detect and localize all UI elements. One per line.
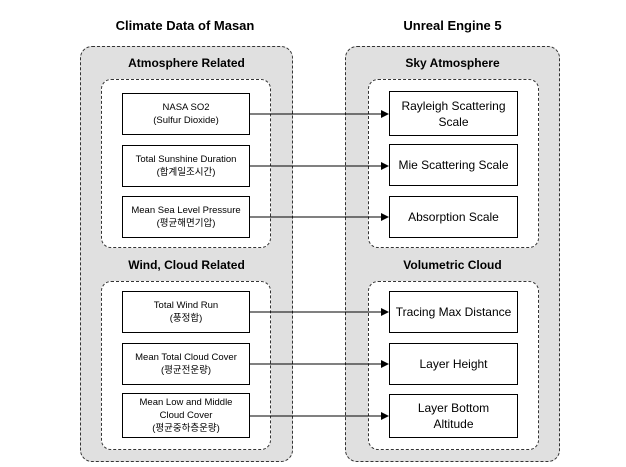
- source-box-nasa-so2: NASA SO2 (Sulfur Dioxide): [122, 93, 250, 135]
- group-title-wind-cloud-related: Wind, Cloud Related: [128, 258, 245, 272]
- target-box-line: Tracing Max Distance: [395, 305, 512, 319]
- source-box-line: (Sulfur Dioxide): [153, 115, 219, 126]
- source-box-line: (합계일조시간): [156, 167, 216, 178]
- target-box-line: Layer Bottom: [417, 401, 490, 415]
- target-box-absorption-scale: Absorption Scale: [389, 196, 518, 238]
- source-box-line: Total Sunshine Duration: [135, 154, 237, 165]
- target-box-line: Scale: [438, 114, 469, 129]
- target-box-mie-scattering-scale: Mie Scattering Scale: [389, 144, 518, 186]
- group-title-sky-atmosphere: Sky Atmosphere: [405, 56, 500, 70]
- target-box-line: Altitude: [433, 417, 474, 431]
- target-box-line: Mie Scattering Scale: [398, 158, 509, 172]
- source-box-line: (평균전운량): [160, 365, 212, 376]
- target-box-line: Layer Height: [419, 357, 488, 371]
- source-box-line: (평균해면기압): [156, 218, 216, 229]
- source-box-line: Mean Total Cloud Cover: [135, 352, 237, 363]
- source-box-line: Cloud Cover: [159, 410, 213, 421]
- target-box-layer-bottom-altitude: Layer Bottom Altitude: [389, 394, 518, 438]
- source-box-line: (풍정합): [169, 313, 203, 324]
- source-box-total-sunshine-duration: Total Sunshine Duration (합계일조시간): [122, 145, 250, 187]
- source-box-total-wind-run: Total Wind Run (풍정합): [122, 291, 250, 333]
- source-box-mean-total-cloud-cover: Mean Total Cloud Cover (평균전운량): [122, 343, 250, 385]
- source-box-line: Total Wind Run: [153, 300, 219, 311]
- source-box-mean-low-middle-cloud-cover: Mean Low and Middle Cloud Cover (평균중하층운량…: [122, 393, 250, 438]
- group-title-atmosphere-related: Atmosphere Related: [128, 56, 245, 70]
- target-box-layer-height: Layer Height: [389, 343, 518, 385]
- left-column-title: Climate Data of Masan: [115, 18, 255, 33]
- source-box-line: Mean Sea Level Pressure: [131, 205, 241, 216]
- target-box-line: Absorption Scale: [408, 210, 499, 224]
- source-box-line: (평균중하층운량): [152, 423, 220, 434]
- target-box-tracing-max-distance: Tracing Max Distance: [389, 291, 518, 333]
- target-box-line: Rayleigh Scattering: [401, 98, 506, 113]
- right-column-title: Unreal Engine 5: [403, 18, 502, 33]
- target-box-rayleigh-scattering-scale: Rayleigh Scattering Scale: [389, 91, 518, 136]
- source-box-line: Mean Low and Middle: [139, 397, 233, 408]
- group-title-volumetric-cloud: Volumetric Cloud: [403, 258, 502, 272]
- source-box-line: NASA SO2: [162, 102, 210, 113]
- source-box-mean-sea-level-pressure: Mean Sea Level Pressure (평균해면기압): [122, 196, 250, 238]
